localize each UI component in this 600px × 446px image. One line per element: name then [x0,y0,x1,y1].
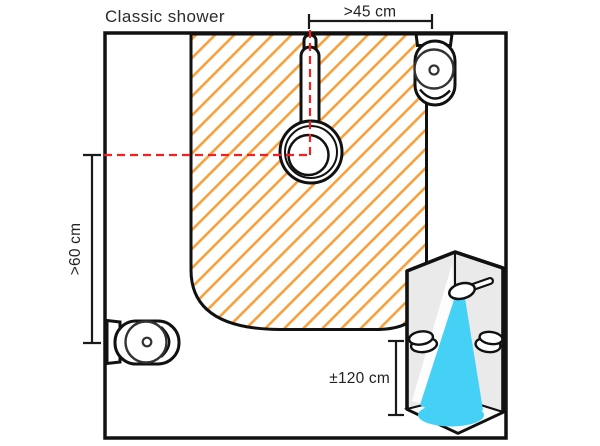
washbasin-drain [428,64,440,76]
shower-rose-inner [287,133,330,177]
washbasin-plan-icon [413,32,457,107]
water-spray-icon [418,295,484,427]
dimension-cabin-label: ±120 cm [329,370,390,387]
dimension-top-label: >45 cm [344,4,396,21]
right-knob-icon [474,330,504,354]
dimension-cabin: ±120 cm [329,339,404,417]
shower-cabin-3d-icon [403,250,506,435]
washbasin-rim-arc [419,88,451,100]
dimension-top: >45 cm [307,4,434,29]
left-knob-top [407,330,435,346]
hand-shower-head [448,281,476,301]
left-knob-icon [407,330,439,354]
dimension-left-label: >60 cm [67,223,84,275]
dimension-left: >60 cm [67,153,101,345]
toilet-drain [141,336,153,348]
guide-crosshair [104,30,312,157]
hand-shower-icon [448,277,494,301]
toilet-plan-icon [105,318,181,366]
water-cone [420,295,483,417]
right-knob-top [478,330,504,346]
page-title: Classic shower [105,7,225,26]
